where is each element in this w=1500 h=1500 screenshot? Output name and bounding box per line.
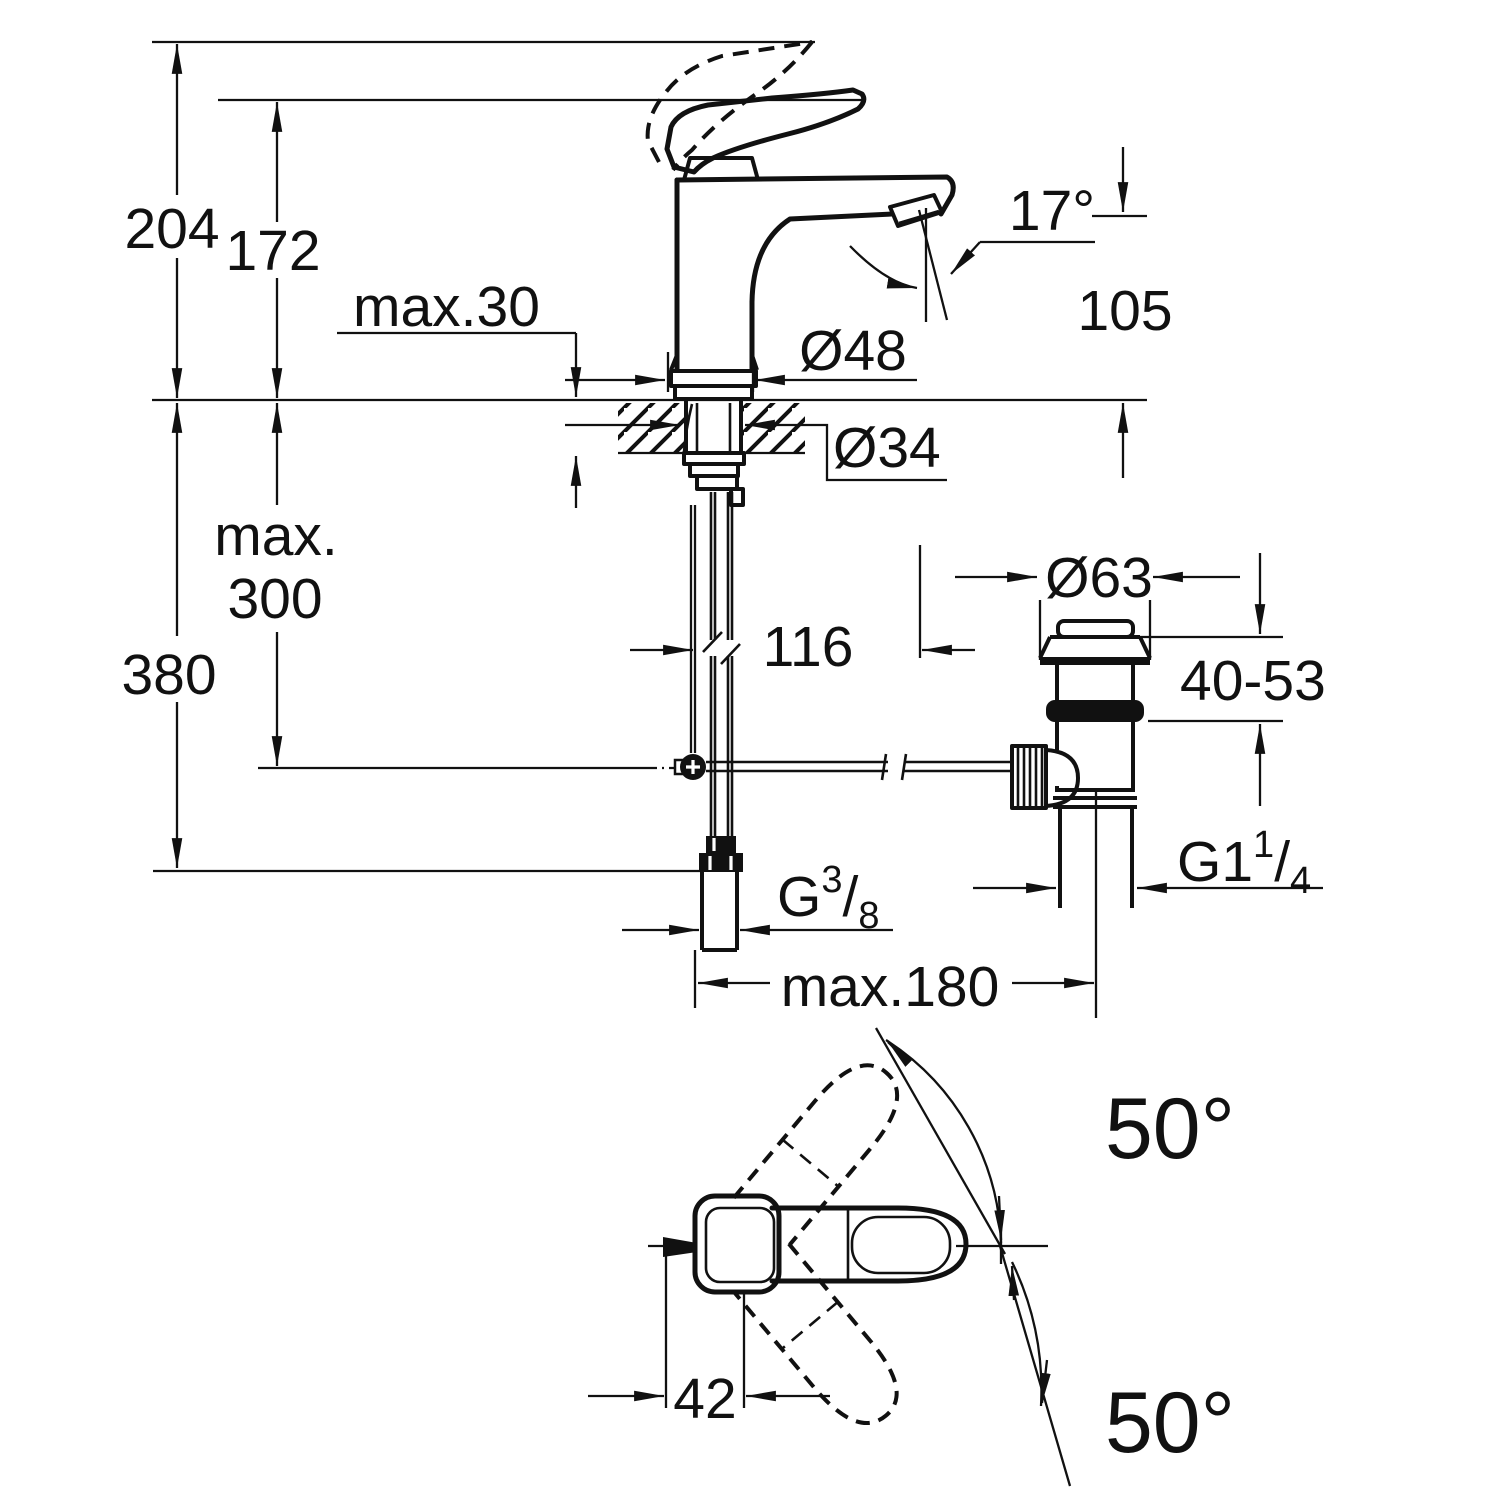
flex-hose-fitting bbox=[699, 836, 743, 952]
handle-swivel-dashed bbox=[731, 1063, 900, 1426]
handle-lever-top-view bbox=[769, 1205, 969, 1284]
max-300-label-line1: max. bbox=[214, 504, 338, 568]
aerator bbox=[888, 193, 944, 228]
angle-50-bottom-label: 50° bbox=[1105, 1375, 1235, 1471]
drain-assembly bbox=[1010, 619, 1152, 1018]
max-180-label: max.180 bbox=[781, 955, 1000, 1019]
thread-g38-label: G3/8 bbox=[777, 859, 879, 937]
handle-top-view: 50° 50° 42 bbox=[588, 1027, 1235, 1487]
pull-rod bbox=[673, 505, 1012, 781]
dia-34-label: Ø34 bbox=[833, 416, 941, 480]
dim-204-label: 204 bbox=[124, 197, 219, 261]
max-30-label: max.30 bbox=[353, 275, 540, 339]
thread-g114-label: G11/4 bbox=[1177, 824, 1311, 902]
dim-380-label: 380 bbox=[121, 643, 216, 707]
dim-42-label: 42 bbox=[673, 1367, 736, 1431]
mounting-shank bbox=[682, 400, 746, 507]
handle-pin bbox=[663, 1237, 697, 1257]
handle-lever-solid bbox=[664, 87, 867, 175]
drain-knurled-knob bbox=[1010, 744, 1080, 810]
reference-lines bbox=[152, 40, 1147, 873]
dia-63-label: Ø63 bbox=[1045, 546, 1153, 610]
dim-116-label: 116 bbox=[763, 615, 854, 679]
drain-seal-ring bbox=[1046, 700, 1144, 722]
counter-section-hatch bbox=[618, 403, 805, 455]
dim-172-label: 172 bbox=[225, 219, 320, 283]
handle-lever-raised-dashed bbox=[645, 40, 814, 172]
dimensions-upper: 204 172 max.30 Ø48 17° 105 Ø34 bbox=[124, 44, 1173, 508]
drain-tailpipe bbox=[1058, 807, 1134, 908]
dia-48-label: Ø48 bbox=[799, 319, 907, 383]
angle-17-label: 17° bbox=[1009, 179, 1095, 243]
range-40-53-label: 40-53 bbox=[1180, 649, 1326, 713]
angle-50-top-label: 50° bbox=[1105, 1081, 1235, 1177]
supply-pipe bbox=[702, 492, 741, 836]
max-300-label-line2: 300 bbox=[227, 567, 322, 631]
faucet-side-view bbox=[618, 40, 1012, 952]
drain-plug-cap bbox=[1056, 619, 1135, 639]
dim-105-label: 105 bbox=[1077, 279, 1172, 343]
dimensions-lower: max. 300 380 116 Ø63 40-53 G11/4 G3/8 ma… bbox=[121, 403, 1326, 1019]
